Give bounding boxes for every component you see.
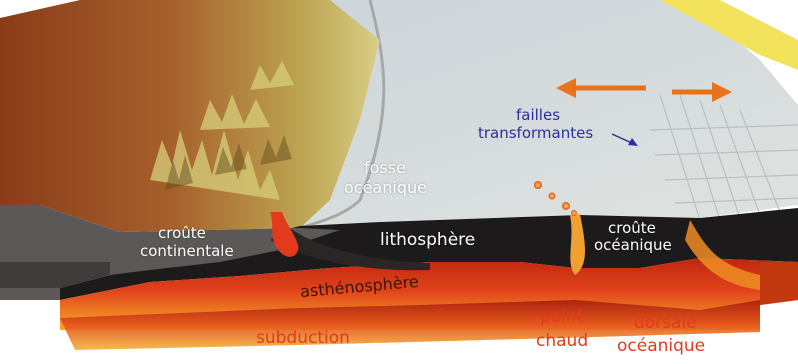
croute-oceanique-line2: océanique [594, 238, 672, 254]
point-chaud-line2: chaud [536, 333, 588, 351]
continent-surface [0, 0, 380, 232]
dorsale-line2: océanique [617, 338, 705, 356]
failles-label-line2: transformantes [478, 126, 593, 142]
fosse-label-line1: fosse [364, 160, 406, 177]
point-chaud-line1: point [540, 309, 583, 327]
fosse-label-line2: océanique [344, 180, 427, 197]
croute-continentale-line2: continentale [140, 244, 234, 260]
croute-oceanique-line1: croûte [608, 221, 656, 237]
croute-continentale-line1: croûte [158, 226, 206, 242]
dorsale-line1: dorsale [634, 315, 697, 333]
right-side-face [760, 262, 798, 305]
lithosphere-label: lithosphère [380, 232, 475, 250]
failles-label-line1: failles [516, 108, 560, 124]
subduction-label: subduction [256, 330, 350, 348]
